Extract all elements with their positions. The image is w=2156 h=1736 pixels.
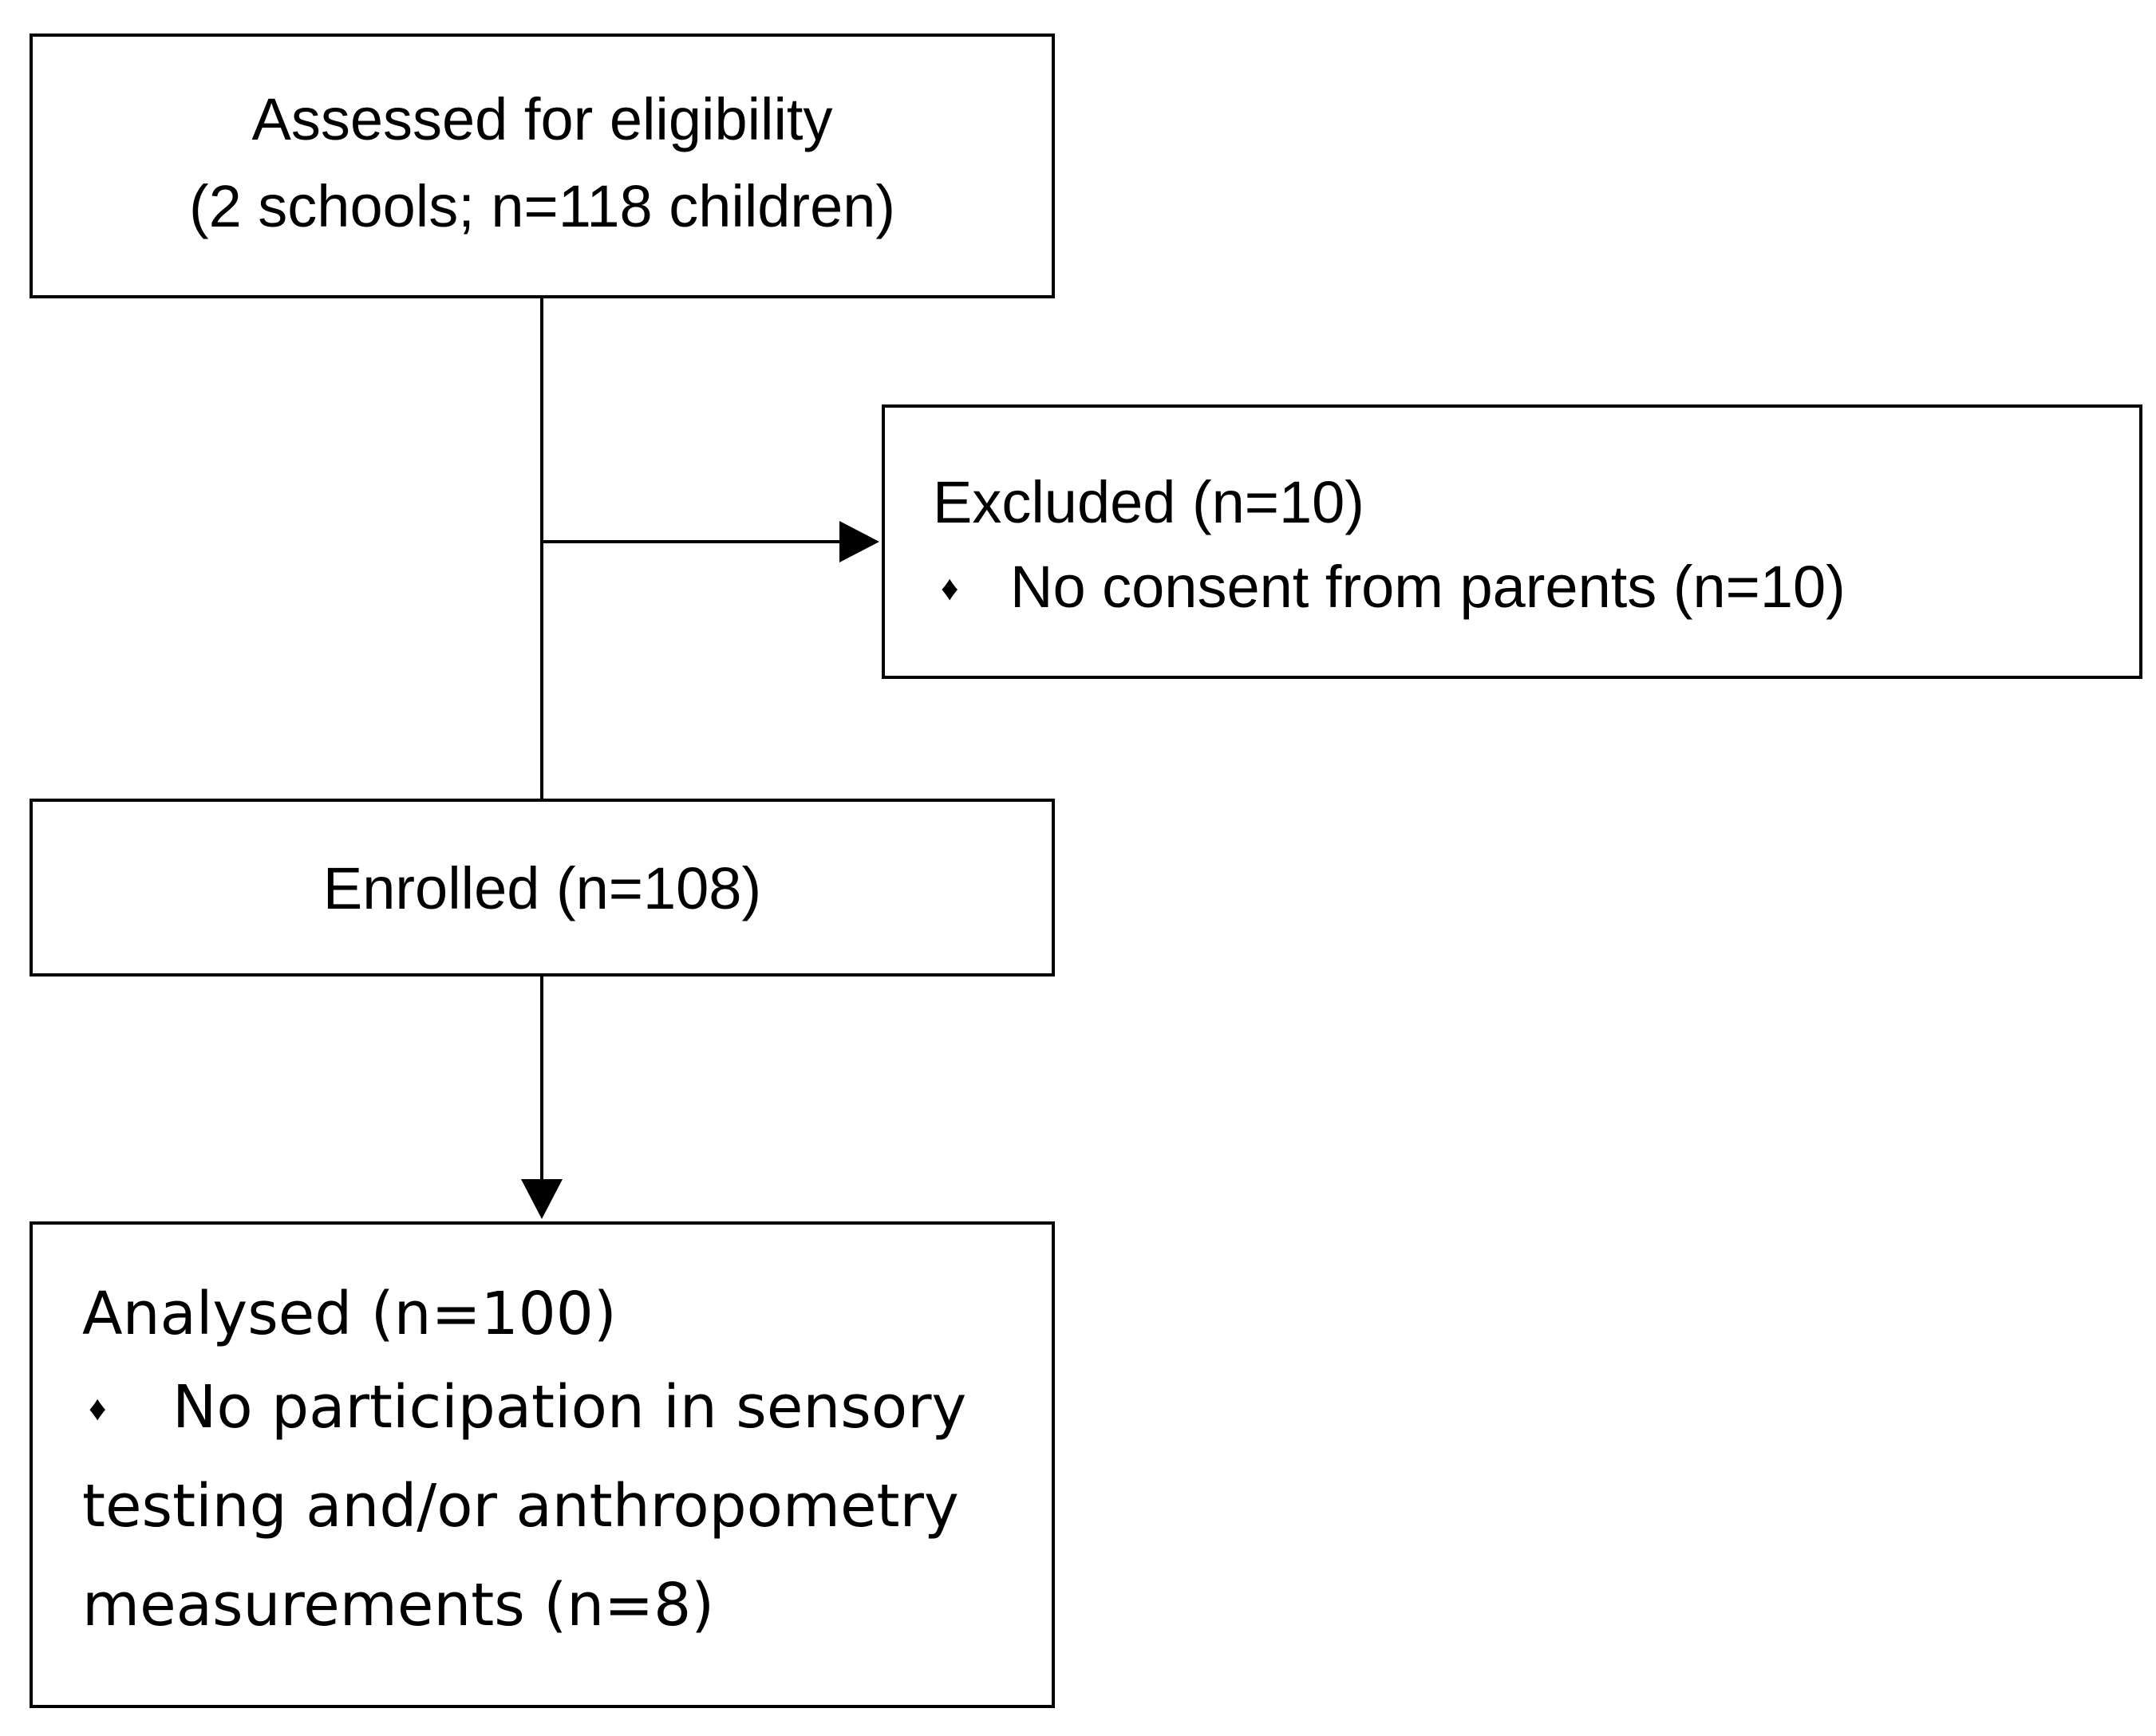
arrowhead-to-excluded xyxy=(839,521,879,562)
diamond-bullet-icon: ♦ xyxy=(89,1389,107,1428)
diamond-bullet-icon: ♦ xyxy=(941,569,959,608)
enrolled-label: Enrolled (n=108) xyxy=(322,855,762,921)
excluded-reason: No consent from parents (n=10) xyxy=(1010,554,1846,620)
excluded-title: Excluded (n=10) xyxy=(933,469,1364,535)
analysed-box: Analysed (n=100) ♦ No participation in s… xyxy=(30,1221,1055,1708)
analysed-reason-line2: testing and/or anthropometry xyxy=(82,1472,959,1541)
analysed-reason-line3: measurements (n=8) xyxy=(82,1571,715,1639)
analysed-reason-line1: No participation in sensory xyxy=(172,1373,967,1442)
assessed-line2: (2 schools; n=118 children) xyxy=(188,173,896,239)
excluded-box: Excluded (n=10) ♦ No consent from parent… xyxy=(882,404,2142,679)
enrolled-box: Enrolled (n=108) xyxy=(30,799,1055,977)
assessed-box: Assessed for eligibility (2 schools; n=1… xyxy=(30,34,1055,298)
assessed-line1: Assessed for eligibility xyxy=(251,86,833,152)
arrowhead-to-analysed xyxy=(521,1179,563,1219)
analysed-title: Analysed (n=100) xyxy=(82,1280,617,1348)
